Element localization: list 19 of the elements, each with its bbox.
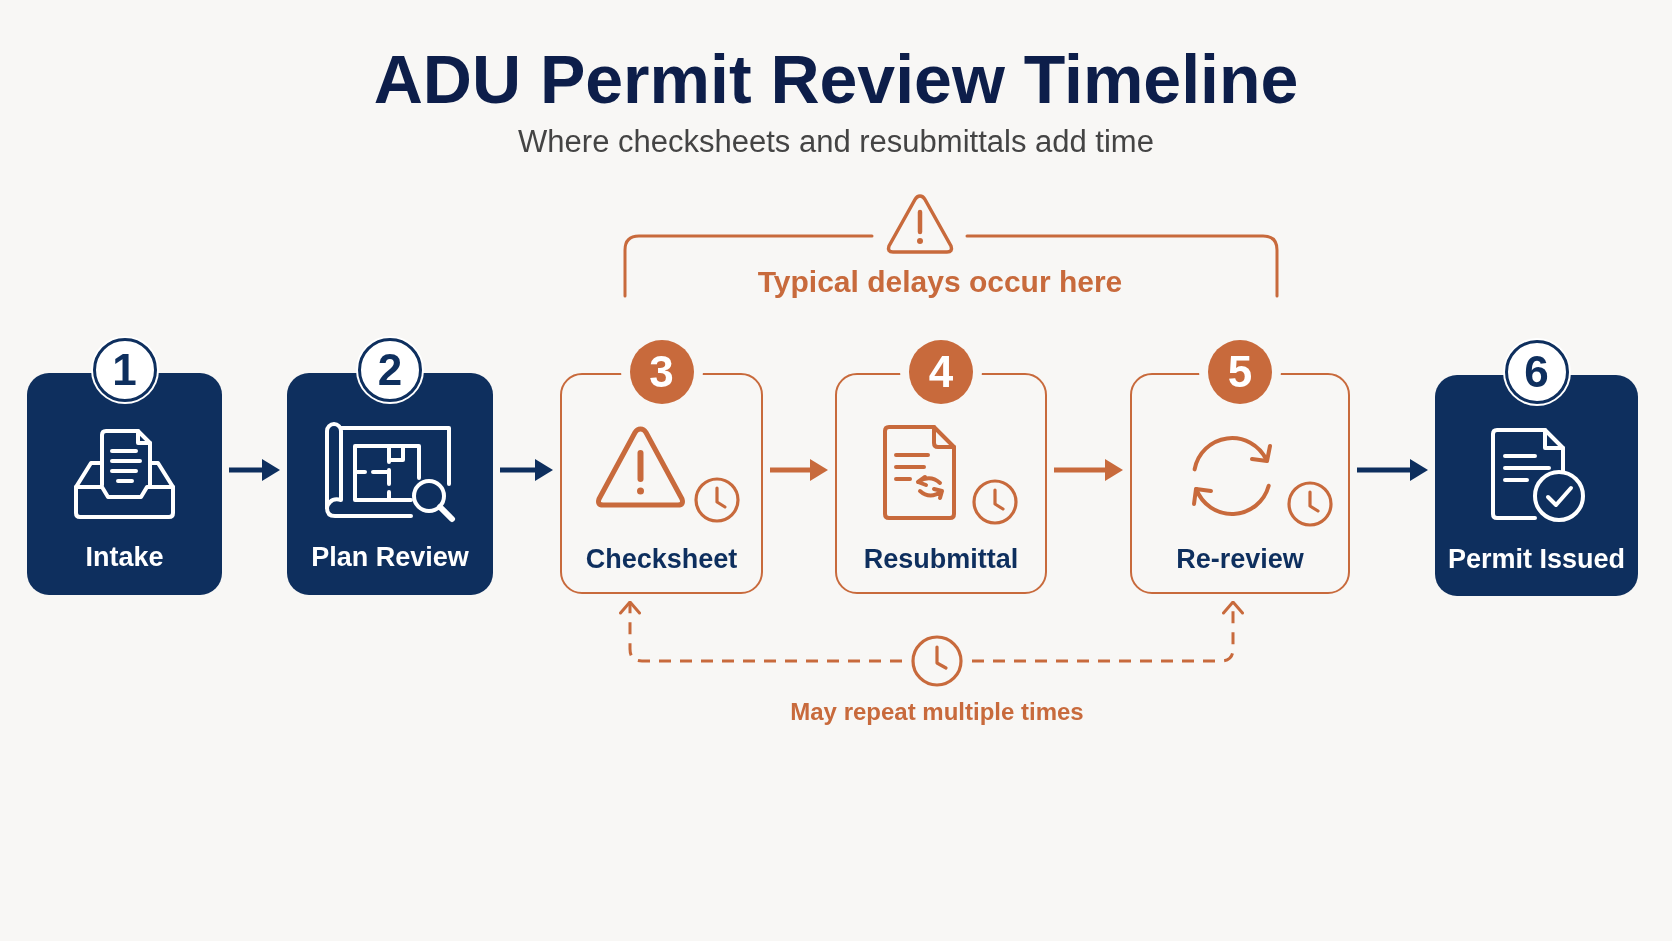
step-label: Checksheet bbox=[585, 546, 738, 573]
step-label: Resubmittal bbox=[863, 546, 1019, 573]
step-number: 1 bbox=[92, 338, 157, 402]
clock-icon bbox=[911, 635, 963, 687]
subtitle: Where checksheets and resubmittals add time bbox=[518, 126, 1154, 157]
arrow bbox=[229, 459, 280, 481]
step-number: 2 bbox=[358, 338, 422, 402]
step-label: Intake bbox=[85, 544, 164, 571]
step-label: Plan Review bbox=[311, 544, 469, 571]
step-label: Re-review bbox=[1176, 546, 1304, 573]
arrow bbox=[1054, 459, 1123, 481]
delay-note: Typical delays occur here bbox=[757, 267, 1123, 297]
repeat-note: May repeat multiple times bbox=[790, 700, 1084, 724]
step-number: 6 bbox=[1504, 340, 1569, 404]
title: ADU Permit Review Timeline bbox=[373, 45, 1299, 113]
arrow bbox=[500, 459, 553, 481]
step-label: Permit Issued bbox=[1447, 546, 1626, 573]
arrow bbox=[770, 459, 828, 481]
arrow bbox=[1357, 459, 1428, 481]
